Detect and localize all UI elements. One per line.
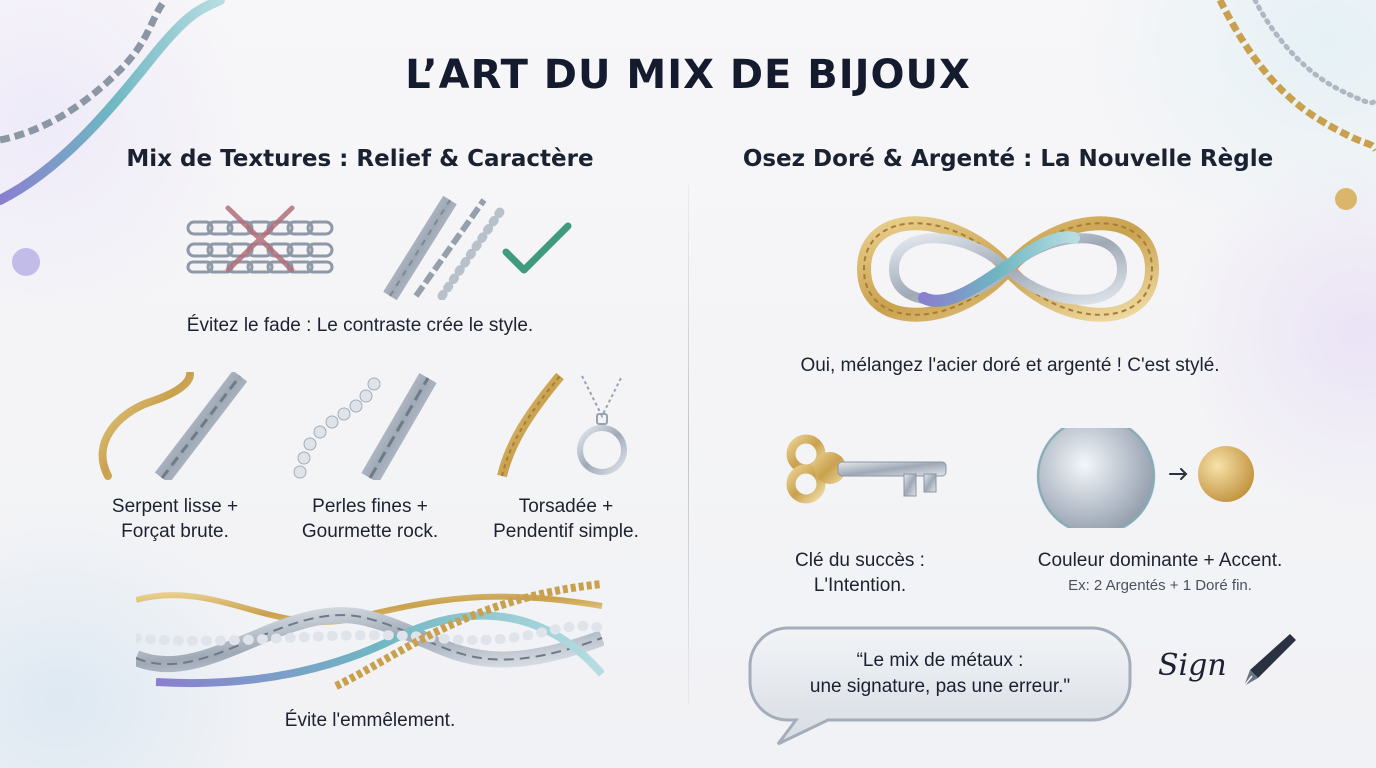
pendant-icon (577, 375, 627, 475)
section-divider (688, 185, 689, 705)
section-title-textures: Mix de Textures : Relief & Caractère (126, 146, 594, 172)
quote-bubble: “Le mix de métaux : une signature, pas u… (748, 626, 1132, 746)
combo-caption-2: Perles fines + Gourmette rock. (301, 496, 439, 542)
quote-text: “Le mix de métaux : une signature, pas u… (809, 650, 1071, 697)
fountain-pen-icon (1243, 634, 1296, 687)
check-icon (502, 222, 572, 274)
caption-dominant: Couleur dominante + Accent. (1037, 550, 1283, 571)
combo-caption-1: Serpent lisse + Forçat brute. (111, 496, 239, 542)
snake-chain-icon (98, 372, 194, 480)
infinity-mixed-metals-icon (856, 216, 1160, 322)
cross-icon (225, 205, 295, 273)
gold-accent-icon (1198, 446, 1254, 502)
flat-chains-icon (186, 220, 334, 274)
caption-key: Clé du succès : L'Intention. (795, 550, 925, 596)
arrow-right-icon (1169, 468, 1188, 480)
twisted-rope-chain-icon (497, 372, 564, 478)
key-icon (786, 434, 947, 504)
section-title-metals: Osez Doré & Argenté : La Nouvelle Règle (742, 146, 1274, 172)
page-title: L’ART DU MIX DE BIJOUX (405, 52, 971, 98)
signature-text: Sign (1158, 648, 1227, 683)
dominant-accent-illustration (1036, 428, 1254, 528)
caption-mix-metals: Oui, mélangez l'acier doré et argenté ! … (800, 355, 1220, 376)
caption-tangle: Évite l'emmêlement. (284, 710, 456, 731)
caption-avoid-flat: Évitez le fade : Le contraste crée le st… (186, 315, 534, 336)
caption-example: Ex: 2 Argentés + 1 Doré fin. (1068, 577, 1252, 594)
tangled-chains-illustration (136, 580, 604, 690)
combo-caption-3: Torsadée + Pendentif simple. (493, 496, 639, 542)
textured-chains-icon (383, 196, 505, 300)
pearl-strand-icon (293, 377, 381, 479)
speech-bubble-shape (748, 626, 1132, 746)
texture-comparison-illustration (186, 196, 572, 300)
silver-disk-icon (1037, 428, 1155, 528)
gourmette-chain-icon (361, 372, 437, 480)
curb-chain-icon (154, 372, 248, 480)
combo-illustrations (98, 372, 627, 480)
